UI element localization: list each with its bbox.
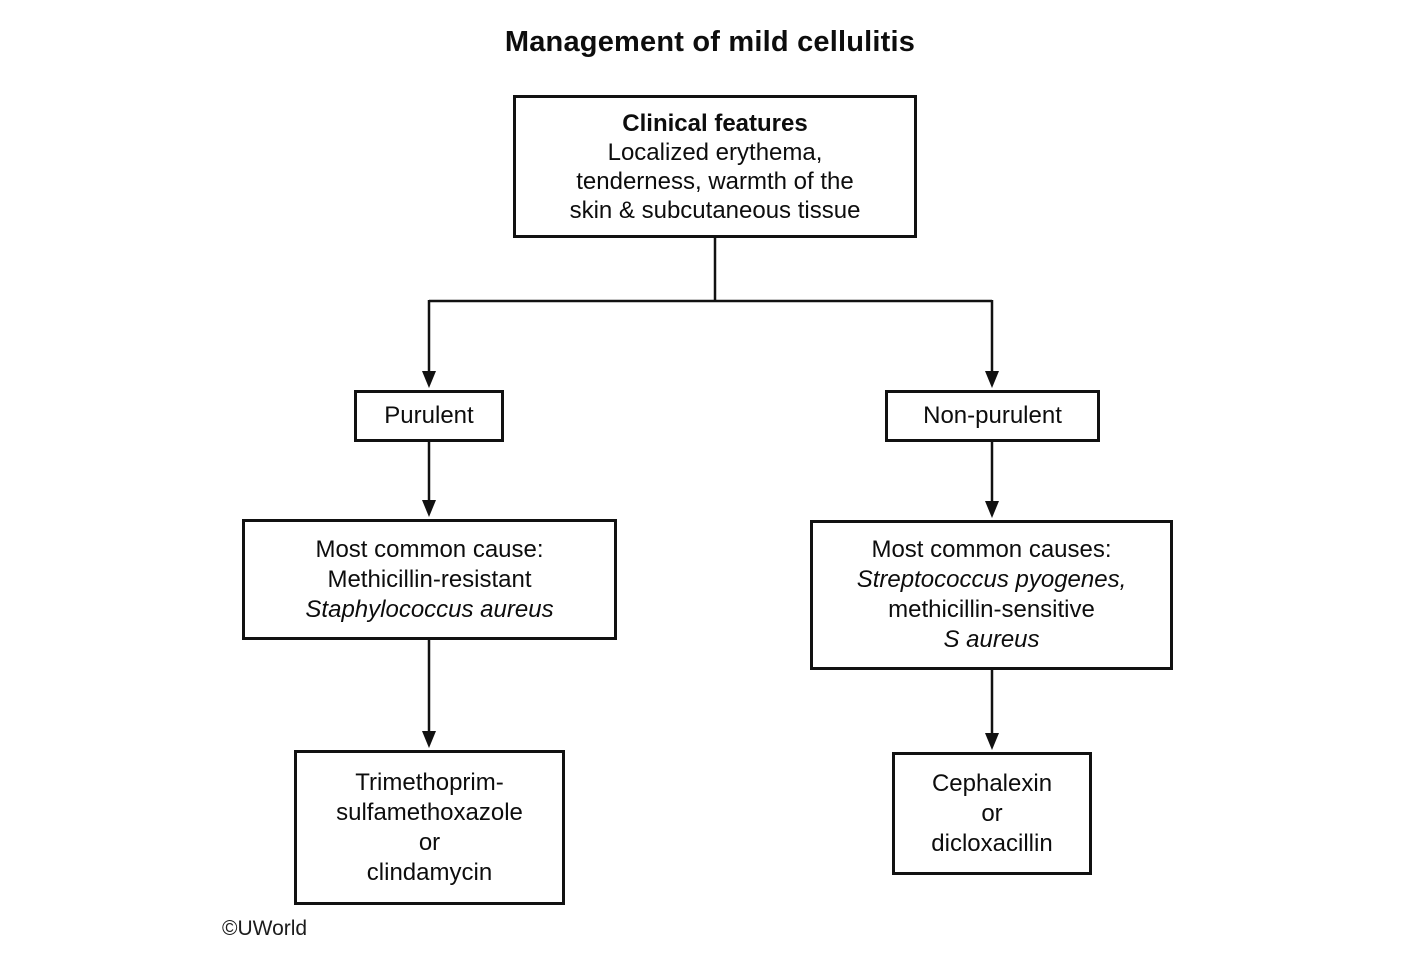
- arrowhead-purulent-treatment: [422, 731, 436, 748]
- purulent-label: Purulent: [384, 402, 474, 429]
- purulent-cause-organism: Staphylococcus aureus: [305, 595, 554, 623]
- clinical-features-line: tenderness, warmth of the: [576, 167, 854, 195]
- clinical-features-line: skin & subcutaneous tissue: [569, 196, 861, 224]
- purulent-cause-line: Methicillin-resistant: [327, 565, 532, 593]
- purulent-cause-box: Most common cause: Methicillin-resistant…: [242, 519, 617, 640]
- purulent-treatment-box: Trimethoprim- sulfamethoxazole or clinda…: [294, 750, 565, 905]
- purulent-cause-line: Most common cause:: [315, 535, 544, 563]
- non-purulent-cause-line: Most common causes:: [871, 536, 1112, 563]
- non-purulent-box: Non-purulent: [885, 390, 1100, 442]
- non-purulent-treatment-line: dicloxacillin: [931, 829, 1053, 857]
- non-purulent-cause-line: methicillin-sensitive: [888, 596, 1095, 623]
- purulent-treatment-line: clindamycin: [366, 858, 493, 886]
- arrowhead-purulent: [422, 371, 436, 388]
- clinical-features-box: Clinical features Localized erythema, te…: [513, 95, 917, 238]
- arrowhead-nonpurulent-treatment: [985, 733, 999, 750]
- non-purulent-treatment-line: Cephalexin: [931, 769, 1053, 797]
- arrowhead-nonpurulent-cause: [985, 501, 999, 518]
- arrowhead-nonpurulent: [985, 371, 999, 388]
- purulent-treatment-line: Trimethoprim-: [355, 768, 504, 796]
- non-purulent-cause-box: Most common causes: Streptococcus pyogen…: [810, 520, 1173, 670]
- clinical-features-line: Localized erythema,: [607, 138, 823, 166]
- copyright-text: ©UWorld: [222, 917, 308, 940]
- purulent-treatment-line: or: [418, 828, 441, 856]
- non-purulent-cause-organism: Streptococcus pyogenes,: [856, 566, 1127, 593]
- purulent-box: Purulent: [354, 390, 504, 442]
- arrowhead-purulent-cause: [422, 500, 436, 517]
- purulent-treatment-line: sulfamethoxazole: [336, 798, 523, 826]
- diagram-title: Management of mild cellulitis: [504, 26, 916, 58]
- clinical-features-heading: Clinical features: [622, 109, 808, 137]
- non-purulent-label: Non-purulent: [923, 402, 1062, 429]
- non-purulent-cause-organism: S aureus: [943, 626, 1040, 653]
- non-purulent-treatment-box: Cephalexin or dicloxacillin: [892, 752, 1092, 875]
- non-purulent-treatment-line: or: [981, 799, 1003, 827]
